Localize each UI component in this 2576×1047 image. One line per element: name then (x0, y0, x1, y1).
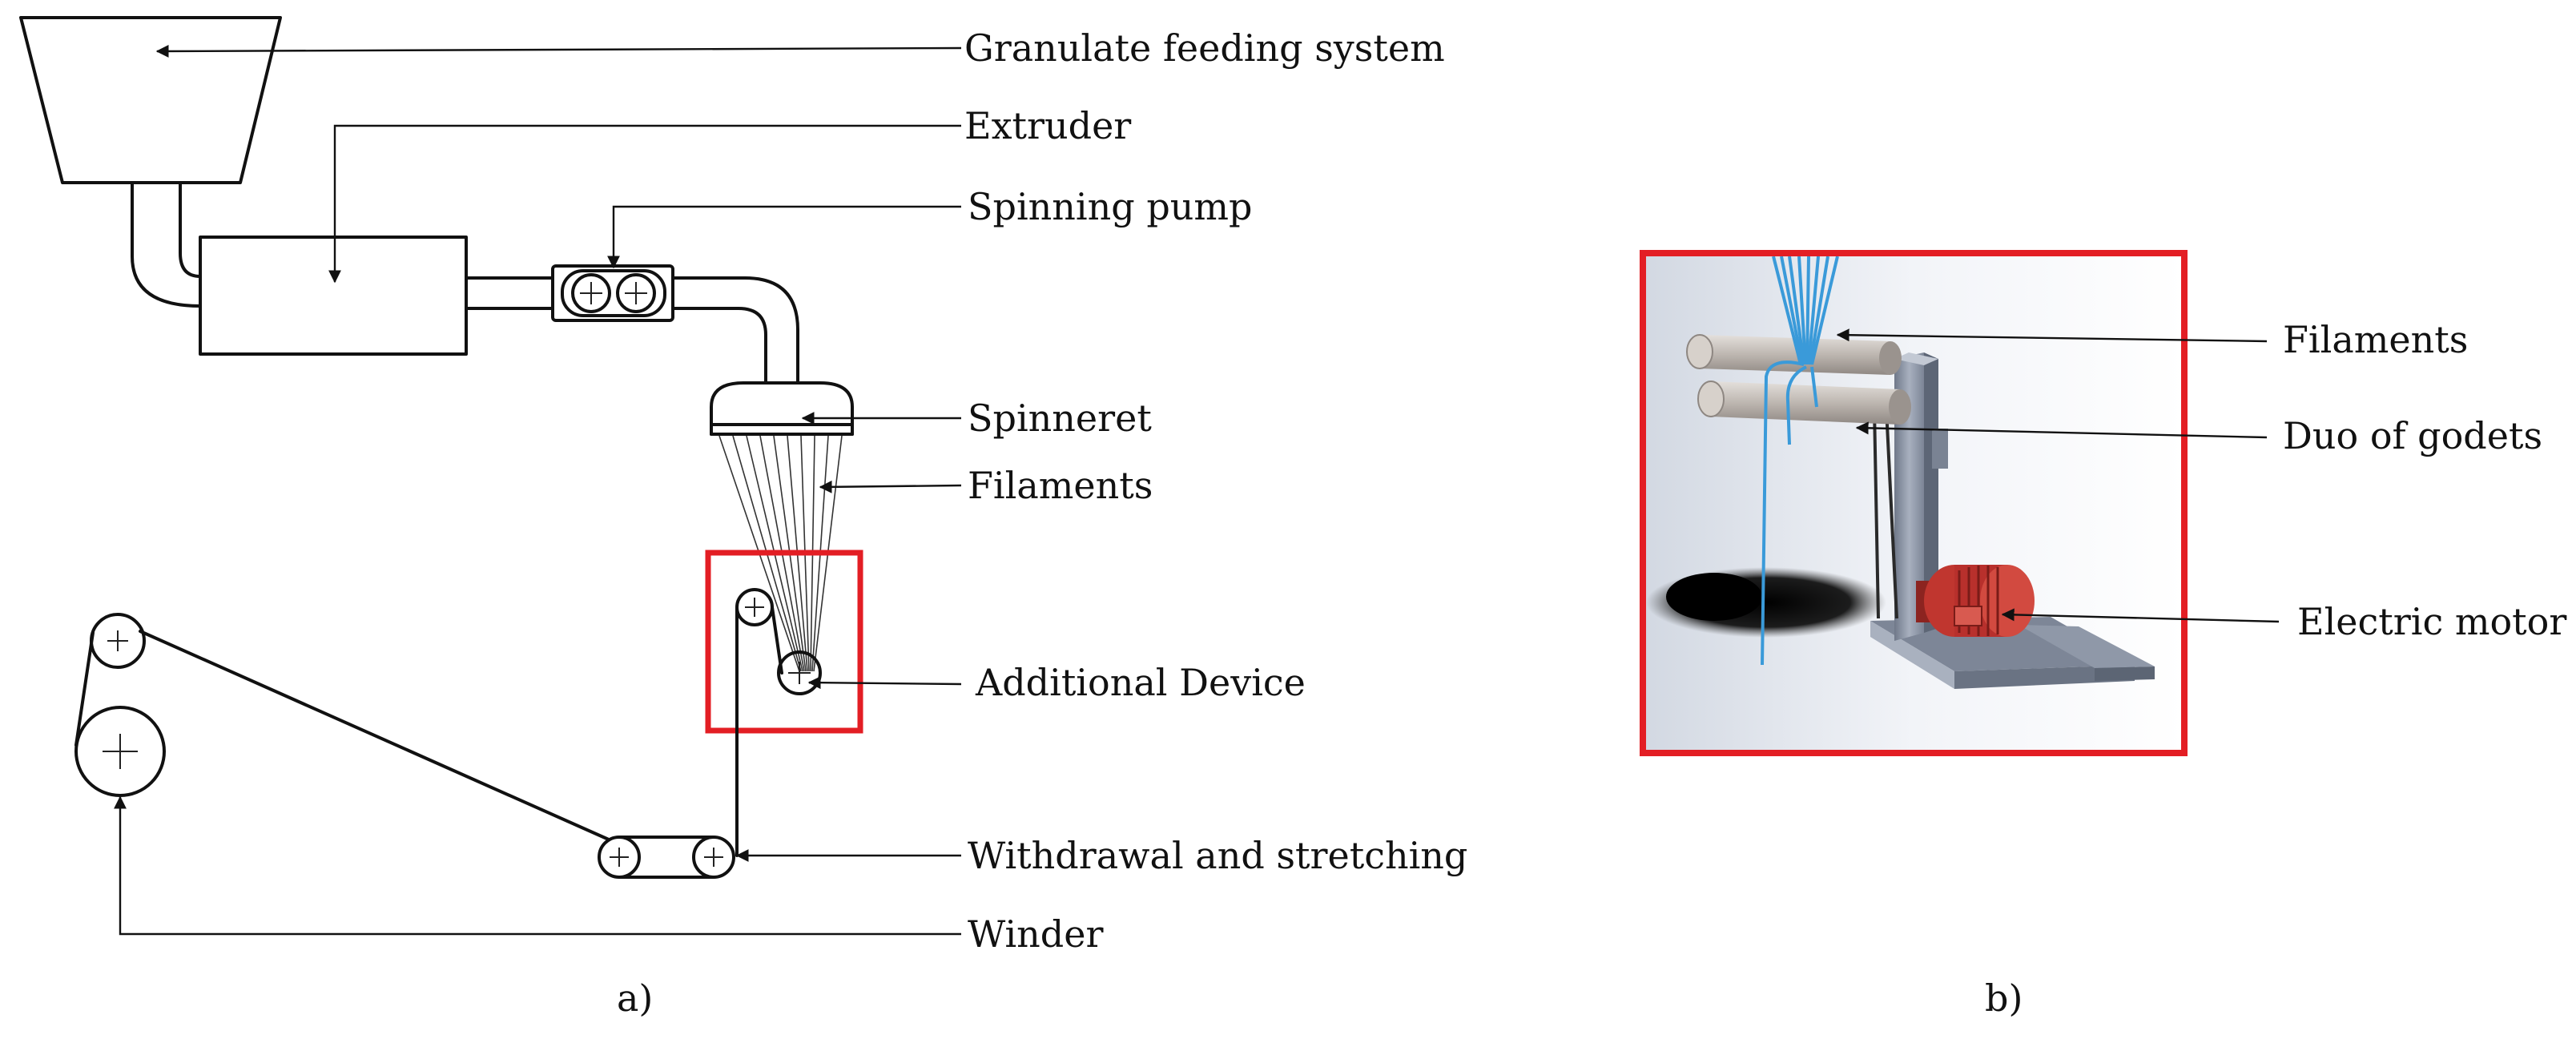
winder-rolls (74, 613, 166, 797)
device-godet-lower (777, 650, 822, 695)
filaments-b (1761, 256, 1839, 666)
label-granulate-feeding-system: Granulate feeding system (964, 26, 1445, 70)
label-spinneret: Spinneret (968, 397, 1152, 440)
label-withdrawal-and-stretching: Withdrawal and stretching (968, 834, 1467, 877)
pump-gear-left (571, 273, 611, 313)
label-filaments-b: Filaments (2283, 318, 2468, 361)
label-duo-of-godets: Duo of godets (2283, 414, 2542, 457)
render-highlight-frame (1640, 250, 2188, 756)
additional-device-highlight (705, 550, 863, 734)
label-spinning-pump: Spinning pump (968, 185, 1252, 228)
hopper-shape (19, 16, 282, 184)
label-filaments-a: Filaments (968, 464, 1153, 507)
label-additional-device: Additional Device (975, 661, 1306, 704)
frame-post (1894, 352, 1924, 641)
godet-roll-lower (1697, 381, 1911, 425)
label-winder: Winder (968, 912, 1103, 956)
electric-motor (1916, 565, 2035, 637)
caption-b: b) (1985, 977, 2023, 1020)
spinneret (710, 381, 854, 426)
label-extruder: Extruder (964, 104, 1131, 147)
device-godet-upper (735, 588, 774, 626)
godet-roll-upper (1686, 334, 1902, 375)
pump-gear-right (616, 273, 656, 313)
label-electric-motor: Electric motor (2297, 600, 2566, 643)
withdrawal-rolls (598, 836, 735, 879)
extruder-body (199, 236, 468, 356)
render-panel (1643, 253, 2184, 753)
figure-a: Granulate feeding system Extruder Spinni… (19, 16, 1467, 1020)
caption-a: a) (617, 977, 653, 1020)
feed-pipe (131, 181, 202, 308)
figure-b: Filaments Duo of godets Electric motor b… (1640, 250, 2566, 1020)
